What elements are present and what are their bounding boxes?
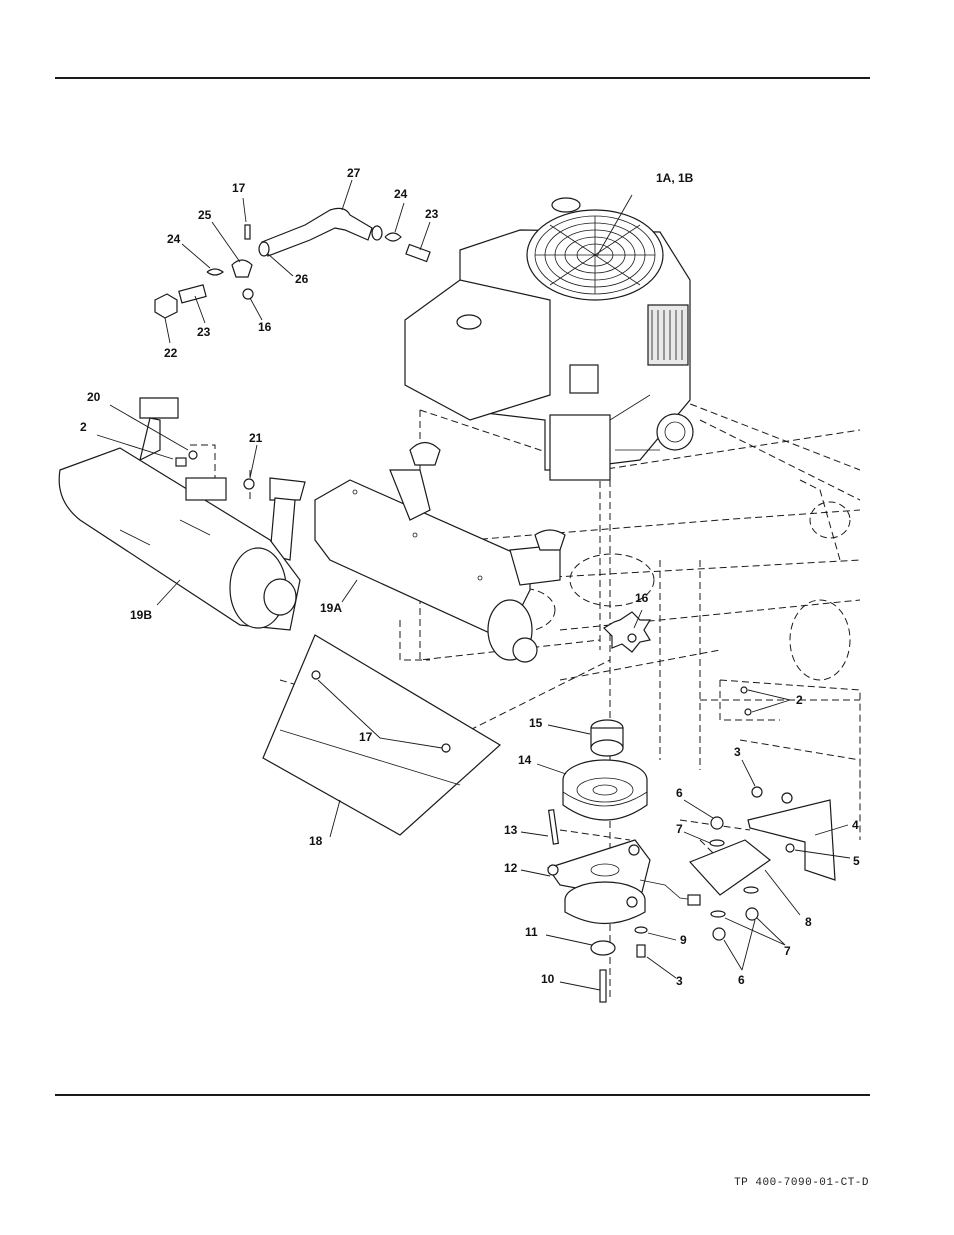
callout-2: 2 — [80, 420, 87, 434]
clutch-assembly — [547, 611, 701, 1003]
callout-8: 8 — [805, 915, 812, 929]
callout-24: 24 — [167, 232, 181, 246]
engine — [404, 194, 694, 481]
callout-9: 9 — [680, 933, 687, 947]
callout-15: 15 — [529, 716, 543, 730]
muffler-19b — [58, 397, 306, 631]
callout-7: 7 — [784, 944, 791, 958]
callout-23: 23 — [425, 207, 439, 221]
callout-25: 25 — [198, 208, 212, 222]
callout-7: 7 — [676, 822, 683, 836]
callout-11: 11 — [525, 925, 538, 939]
callout-14: 14 — [518, 753, 532, 767]
callout-19b: 19B — [130, 608, 152, 622]
top-rule — [55, 77, 870, 79]
callout-13: 13 — [504, 823, 518, 837]
callout-21: 21 — [249, 431, 263, 445]
callout-16: 16 — [635, 591, 649, 605]
muffler-19a — [314, 441, 566, 663]
callout-24: 24 — [394, 187, 408, 201]
callout-12: 12 — [504, 861, 518, 875]
callout-5: 5 — [853, 854, 860, 868]
callout-27: 27 — [347, 166, 361, 180]
callout-18: 18 — [309, 834, 323, 848]
callout-16: 16 — [258, 320, 272, 334]
callout-1a-1b: 1A, 1B — [656, 171, 694, 185]
callout-22: 22 — [164, 346, 178, 360]
callout-2: 2 — [796, 693, 803, 707]
mounting-brackets — [688, 686, 836, 941]
callout-labels: 27 1A, 1B 17 24 25 23 24 26 23 16 22 20 … — [80, 166, 860, 988]
callout-10: 10 — [541, 972, 555, 986]
leader-lines — [96, 179, 851, 991]
callout-6: 6 — [738, 973, 745, 987]
callout-4: 4 — [852, 818, 859, 832]
document-code: TP 400-7090-01-CT-D — [734, 1177, 869, 1189]
bottom-rule — [55, 1094, 870, 1096]
fuel-line-parts — [154, 207, 431, 319]
callout-20: 20 — [87, 390, 101, 404]
callout-17: 17 — [232, 181, 246, 195]
callout-6: 6 — [676, 786, 683, 800]
heat-shield — [262, 634, 502, 836]
callout-19a: 19A — [320, 601, 342, 615]
callout-3: 3 — [734, 745, 741, 759]
callout-3: 3 — [676, 974, 683, 988]
callout-23: 23 — [197, 325, 211, 339]
callout-26: 26 — [295, 272, 309, 286]
callout-17: 17 — [359, 730, 373, 744]
